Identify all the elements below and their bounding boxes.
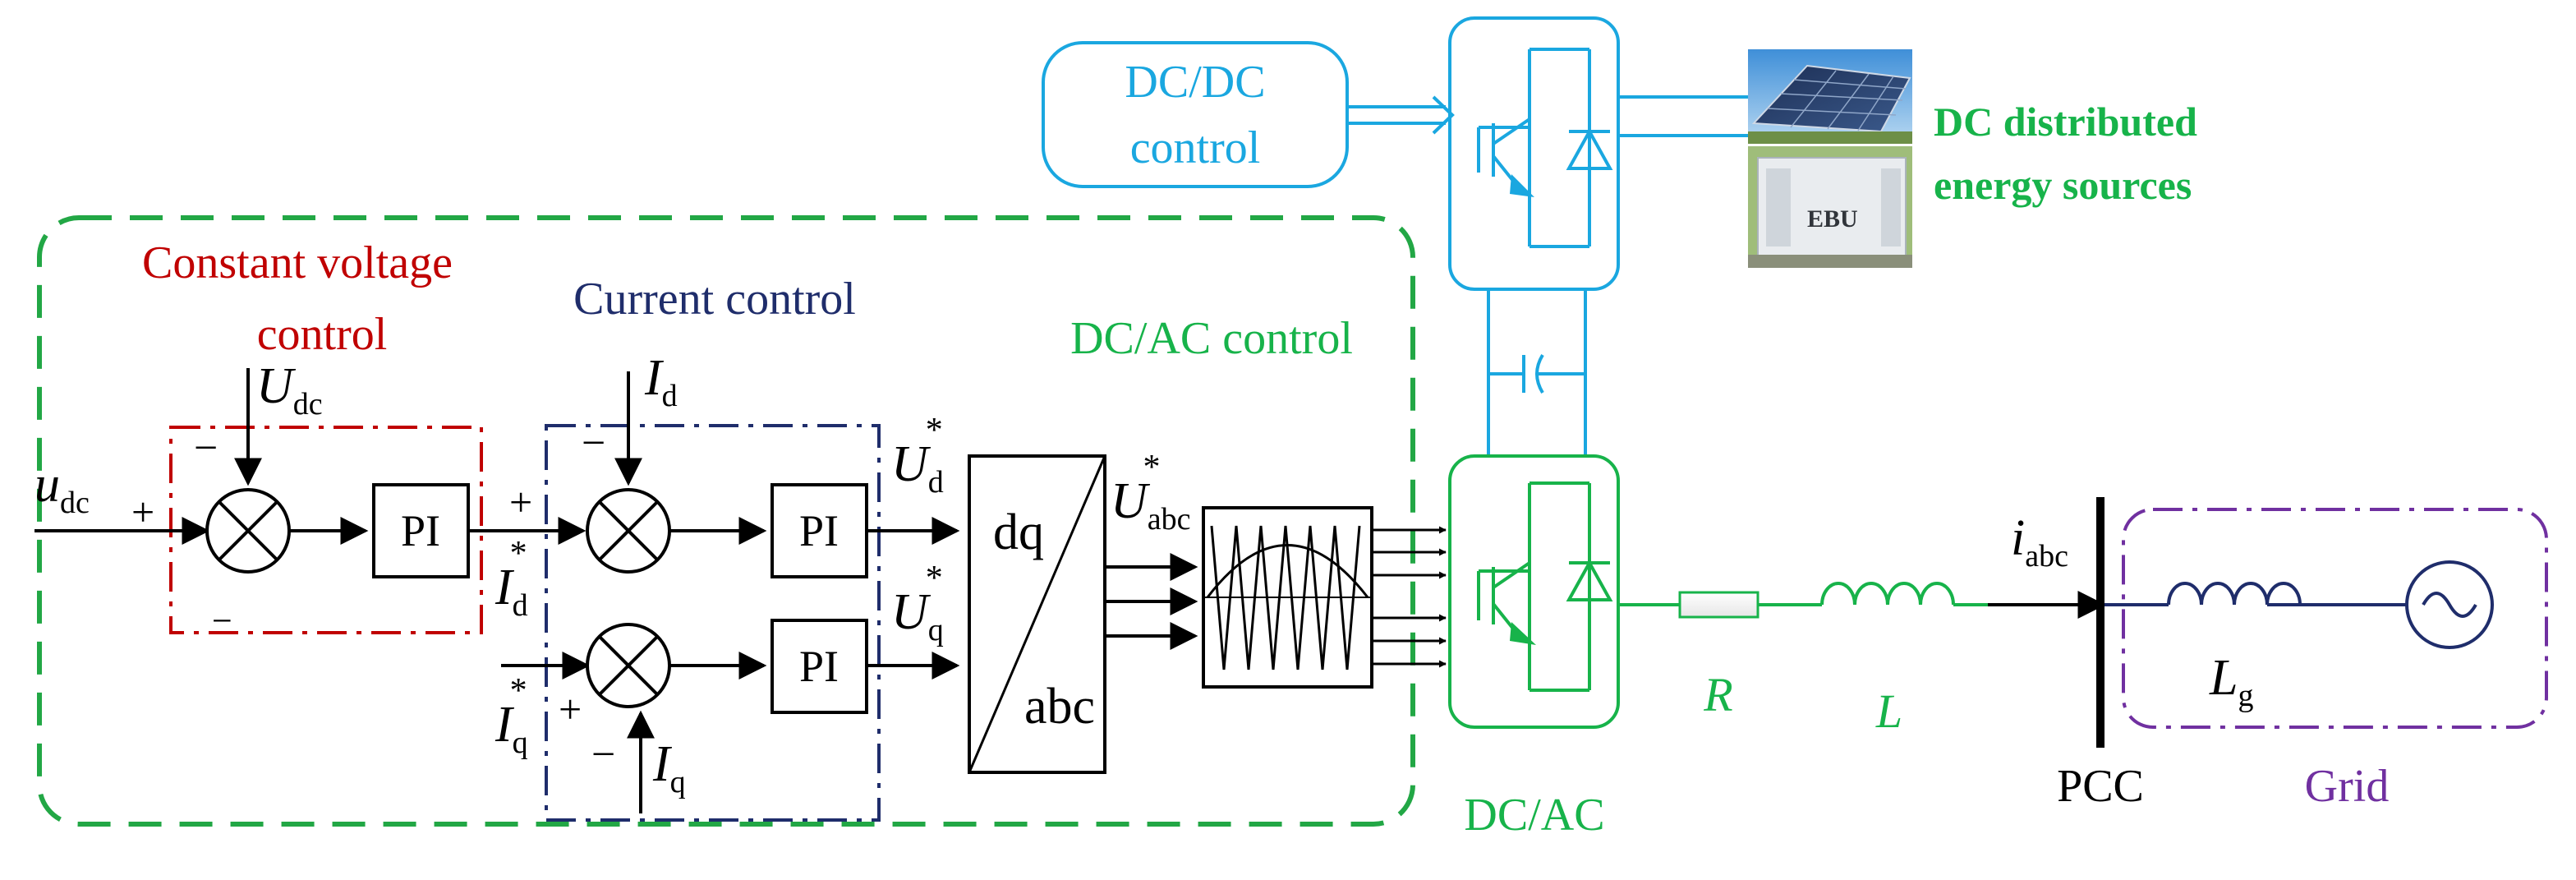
I-d-symbol: Id — [644, 350, 678, 413]
voltage-pi-label: PI — [401, 506, 440, 555]
energy-unit-label: EBU — [1807, 205, 1858, 233]
R-label: R — [1703, 668, 1732, 721]
L-label: L — [1875, 684, 1902, 738]
U-abc-star-symbol: Uabc* — [1111, 449, 1191, 537]
dcac-control-label: DC/AC control — [1070, 313, 1353, 364]
plus-sign: + — [131, 489, 154, 535]
solar-panel-photo — [1748, 49, 1912, 144]
resistor-R — [1678, 591, 1760, 619]
dcdc-switch-module — [1448, 16, 1620, 291]
dcac-control-region — [37, 215, 1415, 827]
ac-source-icon — [2405, 560, 2494, 649]
ac-line — [1618, 582, 1988, 606]
U-q-star-symbol: Uq* — [891, 560, 944, 647]
dcdc-control-box: DC/DC control — [1042, 41, 1349, 188]
dq-abc-transform-block: dq abc — [968, 454, 1106, 774]
abc-label: abc — [1024, 679, 1095, 735]
minus-sign: − — [194, 425, 218, 472]
I-d-star-symbol: Id* — [494, 535, 528, 623]
q-axis-summing-junction — [586, 623, 671, 708]
dc-source-connectors — [1618, 95, 1748, 137]
I-q-star-symbol: Iq* — [494, 672, 528, 760]
voltage-summing-junction — [205, 488, 291, 574]
voltage-pi-block — [372, 483, 470, 578]
pwm-modulator-block — [1202, 506, 1373, 689]
dcac-switch-module: DC/AC — [1448, 454, 1620, 841]
minus-sign: − — [212, 601, 232, 641]
grid-label: Grid — [2305, 761, 2390, 812]
current-control-label: Current control — [573, 274, 856, 325]
constant-voltage-label-line1: Constant voltage — [142, 237, 453, 288]
d-axis-summing-junction — [586, 488, 671, 574]
q-axis-pi-label: PI — [799, 642, 839, 691]
dc-sources-label-line2: energy sources — [1934, 162, 2192, 208]
dc-link-capacitor — [1487, 289, 1587, 456]
dcac-converter-label: DC/AC — [1464, 790, 1604, 841]
dcdc-control-label-line1: DC/DC — [1125, 57, 1265, 108]
i-abc-symbol: iabc — [2011, 510, 2068, 574]
dq-label: dq — [993, 505, 1044, 560]
minus-sign: − — [582, 420, 605, 467]
grid-region — [2122, 508, 2548, 729]
d-axis-pi-block — [770, 483, 868, 578]
minus-sign: − — [591, 731, 615, 778]
I-q-symbol: Iq — [652, 736, 686, 799]
pwm-gate-signal-arrows — [1372, 526, 1447, 668]
constant-voltage-label-line2: control — [257, 309, 388, 360]
plus-sign: + — [559, 686, 582, 732]
dc-sources-label-line1: DC distributed — [1934, 99, 2197, 145]
current-control-region — [545, 424, 881, 822]
d-axis-pi-label: PI — [799, 506, 839, 555]
pcc-label: PCC — [2057, 761, 2144, 812]
U-d-star-symbol: Ud* — [891, 412, 944, 500]
u-dc-symbol: udc — [34, 457, 90, 520]
pcc-bus-bar — [2096, 497, 2104, 748]
plus-sign: + — [509, 479, 532, 525]
dcdc-signal-arrow — [1347, 95, 1455, 135]
three-phase-reference-arrows — [1105, 553, 1198, 650]
dcdc-control-label-line2: control — [1130, 122, 1261, 173]
energy-storage-unit-photo: EBU — [1748, 146, 1912, 268]
L-g-symbol: Lg — [2209, 650, 2253, 713]
U-dc-symbol: Udc — [256, 358, 323, 422]
grid-inductance — [2104, 582, 2408, 606]
